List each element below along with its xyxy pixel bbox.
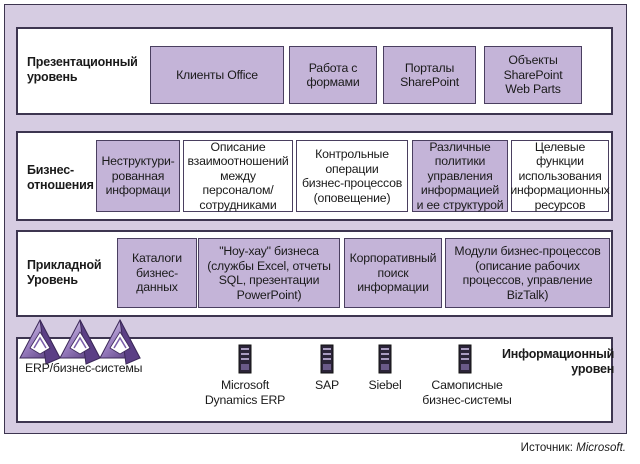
- target-functions-box: Целевые функции использования информацио…: [510, 139, 610, 212]
- enterprise-search-box: Корпоративный поиск информации: [344, 238, 442, 308]
- business-data-catalogs-box: Каталоги бизнес- данных: [117, 238, 197, 308]
- server-icon: [320, 344, 334, 374]
- application-layer-title: Прикладной Уровень: [27, 258, 102, 287]
- presentation-layer-title: Презентационный уровень: [27, 55, 138, 84]
- know-how-box: "Ноу-хау" бизнеса (службы Excel, отчеты …: [198, 238, 340, 308]
- information-layer-title: Информационный уровен: [502, 347, 615, 376]
- office-clients-box: Клиенты Office: [150, 46, 284, 104]
- source-prefix: Источник:: [520, 442, 577, 454]
- server-icon: [458, 344, 472, 374]
- erp-systems-label: ERP/бизнес-системы: [25, 361, 143, 375]
- system-sap: SAP: [314, 378, 339, 392]
- sharepoint-portals-box: Порталы SharePoint: [383, 46, 476, 104]
- sharepoint-web-parts-box: Объекты SharePoint Web Parts: [484, 46, 582, 104]
- server-icon: [378, 344, 392, 374]
- business-process-modules-box: Модули бизнес-процессов (описание рабочи…: [445, 238, 610, 308]
- unstructured-info-box: Неструктури- рованная информаци: [96, 140, 180, 212]
- system-dynamics-erp: Microsoft Dynamics ERP: [204, 378, 286, 407]
- source-name: Microsoft.: [576, 442, 626, 454]
- source-caption: Источник: Microsoft.: [521, 442, 626, 454]
- process-control-box: Контрольные операции бизнес-процессов (о…: [296, 140, 408, 212]
- staff-relations-box: Описание взаимоотношений между персонало…: [183, 140, 293, 212]
- system-custom: Самописные бизнес-системы: [422, 378, 512, 407]
- server-icon: [238, 344, 252, 374]
- erp-cube-icon: [19, 318, 141, 365]
- system-siebel: Siebel: [368, 378, 402, 392]
- policies-box: Различные политики управления информацие…: [412, 140, 508, 212]
- business-layer-title: Бизнес- отношения: [27, 163, 94, 192]
- forms-box: Работа с формами: [289, 46, 377, 104]
